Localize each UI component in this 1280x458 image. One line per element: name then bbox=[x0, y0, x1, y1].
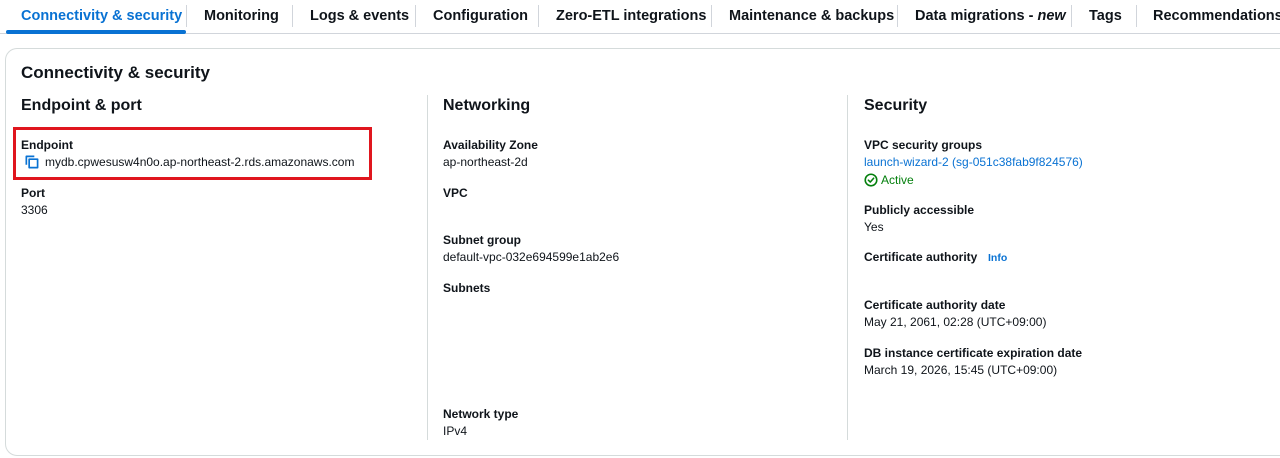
status-text: Active bbox=[881, 173, 914, 187]
subnets-label: Subnets bbox=[443, 281, 491, 295]
tab-data-migrations-label: Data migrations - bbox=[915, 8, 1038, 24]
certificate-authority-date-label: Certificate authority date bbox=[864, 298, 1006, 312]
subnet-group-label: Subnet group bbox=[443, 233, 521, 247]
connectivity-security-panel bbox=[5, 48, 1280, 456]
endpoint-label: Endpoint bbox=[21, 138, 73, 152]
tab-monitoring[interactable]: Monitoring bbox=[204, 8, 279, 24]
tab-separator bbox=[1136, 5, 1137, 27]
publicly-accessible-value: Yes bbox=[864, 220, 884, 234]
vpc-security-groups-label: VPC security groups bbox=[864, 138, 983, 152]
subnet-group-value: default-vpc-032e694599e1ab2e6 bbox=[443, 250, 620, 264]
endpoint-value: mydb.cpwesusw4n0o.ap-northeast-2.rds.ama… bbox=[45, 155, 355, 169]
tab-recommendations[interactable]: Recommendations bbox=[1153, 8, 1280, 24]
check-circle-icon bbox=[864, 173, 878, 187]
certificate-authority-label: Certificate authority bbox=[864, 250, 978, 264]
port-label: Port bbox=[21, 186, 45, 200]
tab-separator bbox=[292, 5, 293, 27]
tab-separator bbox=[415, 5, 416, 27]
tab-separator bbox=[711, 5, 712, 27]
tab-maintenance-backups[interactable]: Maintenance & backups bbox=[729, 8, 895, 24]
panel-title: Connectivity & security bbox=[21, 63, 210, 82]
availability-zone-label: Availability Zone bbox=[443, 138, 538, 152]
security-group-link[interactable]: launch-wizard-2 (sg-051c38fab9f824576) bbox=[864, 155, 1083, 169]
tab-logs-events[interactable]: Logs & events bbox=[310, 8, 410, 24]
vpc-label: VPC bbox=[443, 186, 468, 200]
tab-configuration[interactable]: Configuration bbox=[433, 8, 529, 24]
availability-zone-value: ap-northeast-2d bbox=[443, 155, 528, 169]
copy-icon[interactable] bbox=[24, 154, 39, 169]
tab-separator bbox=[538, 5, 539, 27]
tab-data-migrations[interactable]: Data migrations - new bbox=[915, 0, 1066, 34]
publicly-accessible-label: Publicly accessible bbox=[864, 203, 975, 217]
security-heading: Security bbox=[864, 97, 928, 114]
port-value: 3306 bbox=[21, 203, 48, 217]
tab-separator bbox=[1071, 5, 1072, 27]
endpoint-port-heading: Endpoint & port bbox=[21, 97, 142, 114]
certificate-authority-date-value: May 21, 2061, 02:28 (UTC+09:00) bbox=[864, 315, 1047, 329]
network-type-value: IPv4 bbox=[443, 424, 468, 438]
networking-heading: Networking bbox=[443, 97, 531, 114]
active-tab-indicator bbox=[6, 30, 186, 34]
tab-separator bbox=[186, 5, 187, 27]
tab-tags[interactable]: Tags bbox=[1089, 8, 1122, 24]
certificate-expiration-label: DB instance certificate expiration date bbox=[864, 346, 1083, 360]
column-divider bbox=[847, 95, 848, 440]
tab-connectivity-security[interactable]: Connectivity & security bbox=[21, 8, 183, 24]
certificate-authority-info-link[interactable]: Info bbox=[988, 252, 1008, 264]
column-divider bbox=[427, 95, 428, 440]
certificate-expiration-value: March 19, 2026, 15:45 (UTC+09:00) bbox=[864, 363, 1058, 377]
security-group-status: Active bbox=[864, 172, 914, 188]
endpoint-highlight-box bbox=[13, 127, 372, 180]
tab-bar: Connectivity & security Monitoring Logs … bbox=[0, 0, 1280, 34]
tab-separator bbox=[897, 5, 898, 27]
tab-new-suffix: new bbox=[1037, 8, 1066, 24]
tab-zero-etl-integrations[interactable]: Zero-ETL integrations bbox=[556, 8, 707, 24]
network-type-label: Network type bbox=[443, 407, 519, 421]
